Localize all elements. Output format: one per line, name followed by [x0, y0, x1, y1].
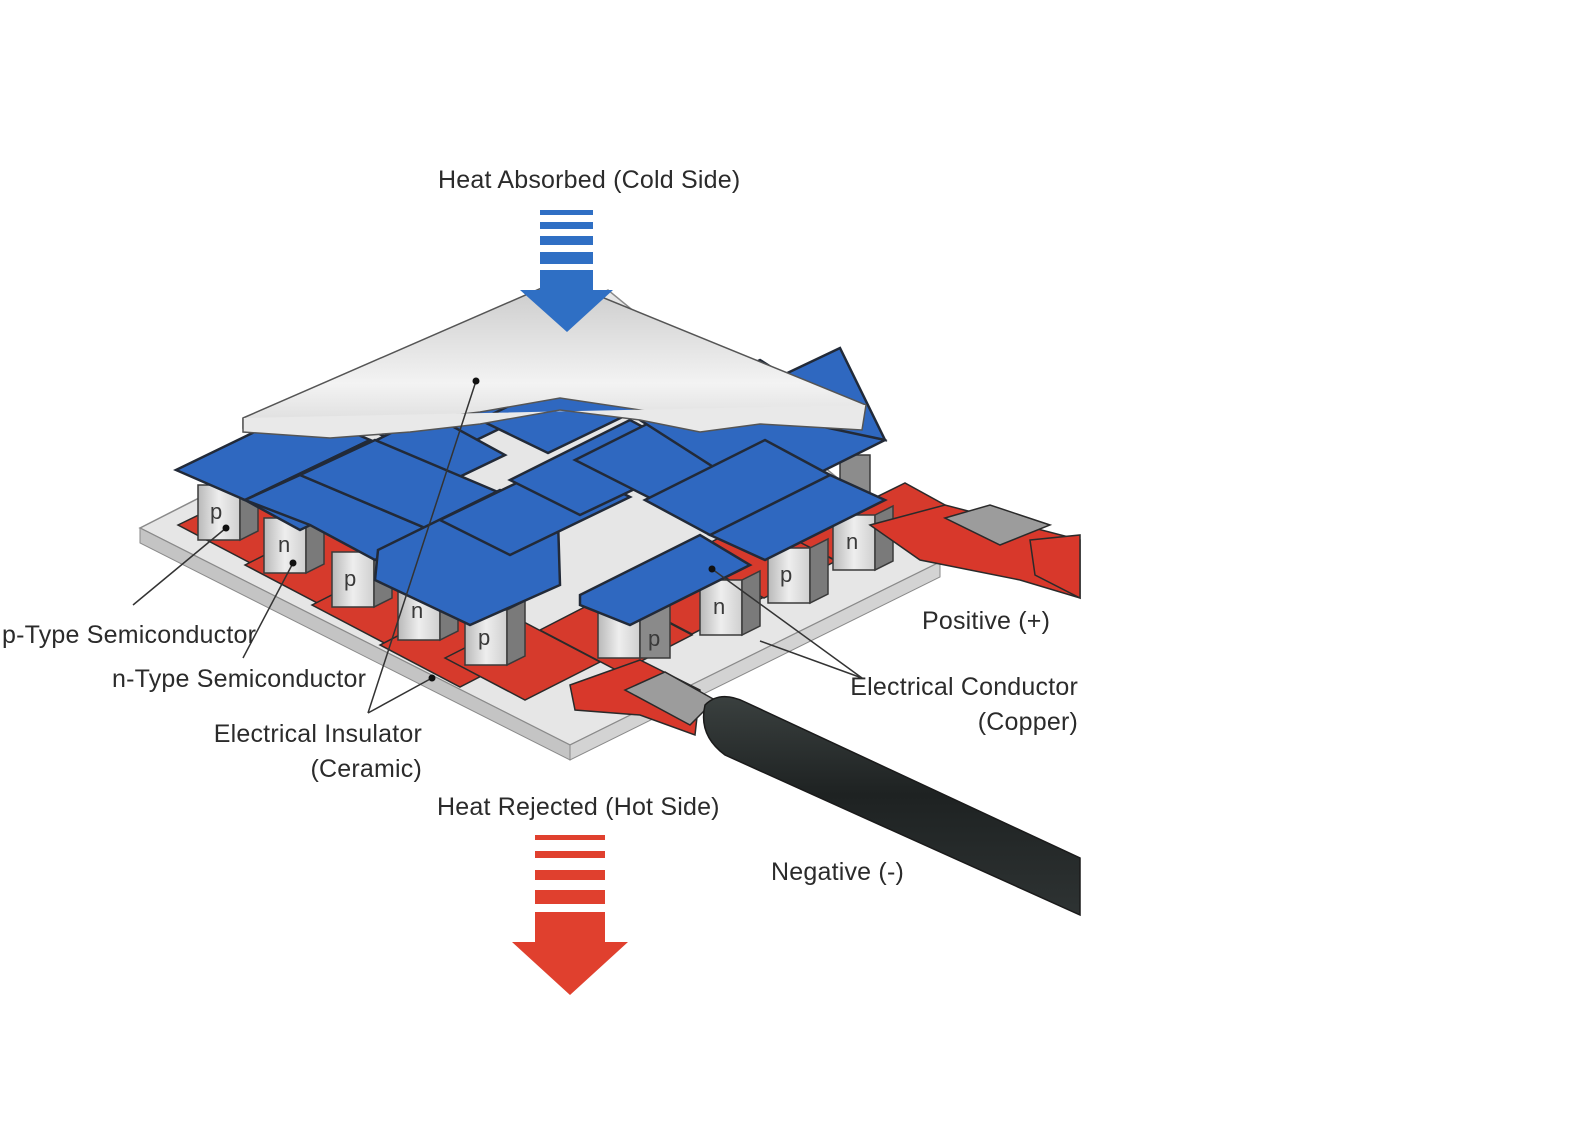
pellet-letter-p: p	[344, 566, 356, 591]
insulator-label-line1: Electrical Insulator	[214, 720, 422, 748]
pellet-letter-n: n	[846, 529, 858, 554]
positive-label: Positive (+)	[922, 607, 1050, 635]
p-type-label: p-Type Semiconductor	[2, 621, 256, 649]
n-type-label: n-Type Semiconductor	[112, 665, 366, 693]
conductor-label-line1: Electrical Conductor	[850, 673, 1078, 701]
negative-label: Negative (-)	[771, 858, 904, 886]
pellet-letter-n: n	[278, 532, 290, 557]
pellet-letter-p: p	[780, 562, 792, 587]
insulator-label-line2: (Ceramic)	[310, 755, 422, 783]
heat-absorbed-label: Heat Absorbed (Cold Side)	[438, 166, 740, 194]
conductor-label-line2: (Copper)	[978, 708, 1078, 736]
heat-rejected-label: Heat Rejected (Hot Side)	[437, 793, 720, 821]
heat-rejected-arrow	[512, 835, 628, 995]
pellet-letter-n: n	[713, 594, 725, 619]
pellet-letter-p: p	[648, 626, 660, 651]
pellet-letter-p: p	[210, 499, 222, 524]
pellet-letter-p: p	[478, 625, 490, 650]
